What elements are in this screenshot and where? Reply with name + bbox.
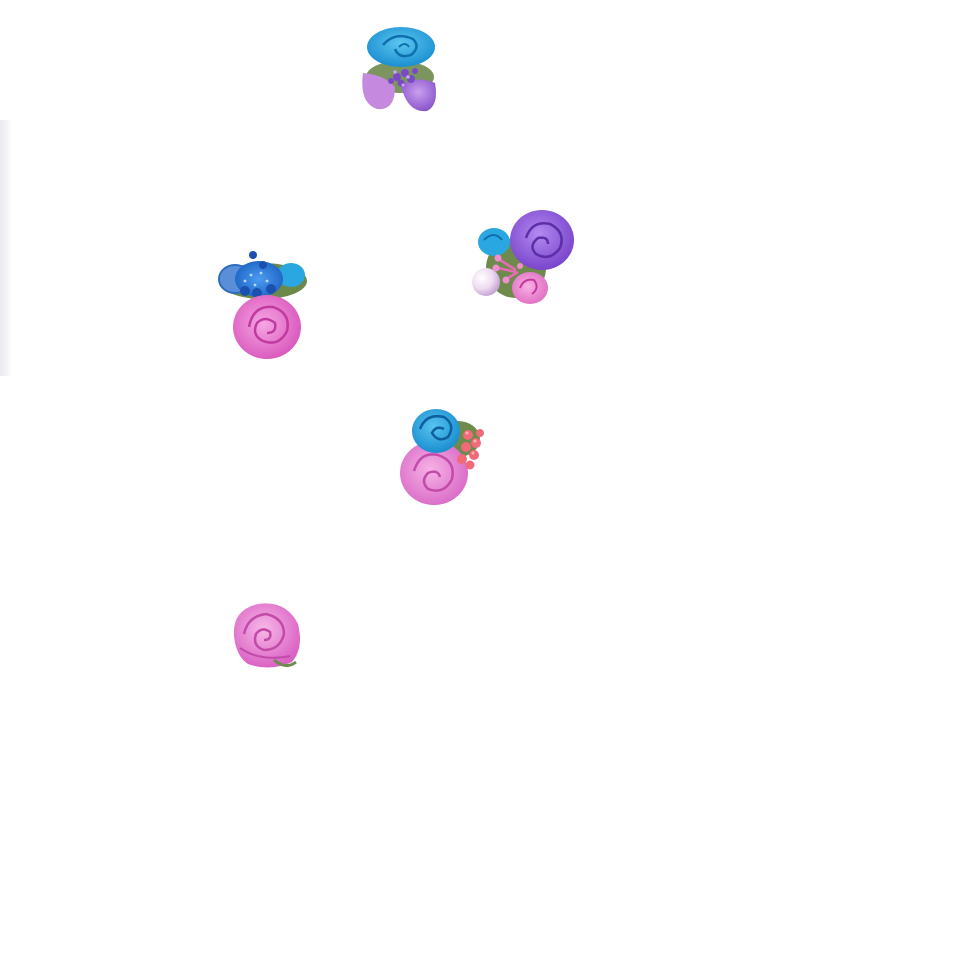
single-pink-rose bbox=[230, 600, 304, 672]
blue-purple-rose-cluster bbox=[355, 25, 445, 117]
purple-rose-pearl-cluster bbox=[468, 208, 578, 308]
blue-pink-rose-coral-cluster bbox=[398, 405, 490, 507]
paper-edge-shadow bbox=[0, 120, 12, 376]
blue-sparkle-pink-rose-cluster bbox=[215, 245, 310, 363]
